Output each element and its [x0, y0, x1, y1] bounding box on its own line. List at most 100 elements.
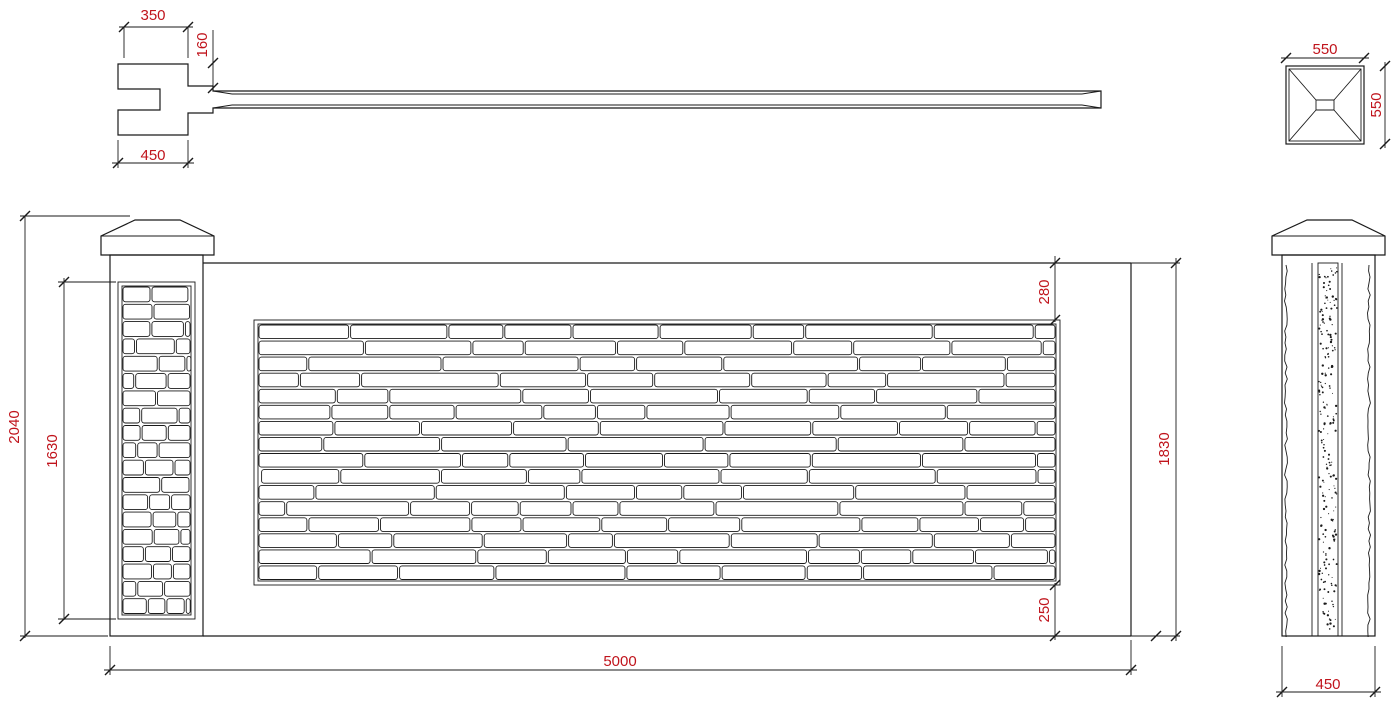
stone-brick	[258, 549, 371, 564]
aggregate-speck	[1334, 404, 1338, 408]
stone-brick	[1037, 453, 1056, 468]
aggregate-speck	[1318, 273, 1320, 276]
dim-plan-slot-width-label: 350	[140, 7, 165, 24]
aggregate-speck	[1328, 547, 1331, 550]
stone-brick	[153, 528, 180, 545]
stone-brick	[568, 533, 613, 548]
aggregate-speck	[1328, 563, 1330, 566]
aggregate-speck	[1326, 329, 1328, 332]
stone-brick	[258, 436, 323, 452]
aggregate-speck	[1325, 463, 1328, 465]
stone-brick	[122, 373, 135, 389]
aggregate-speck	[1320, 516, 1322, 519]
aggregate-speck	[1324, 528, 1327, 532]
stone-brick	[741, 517, 861, 532]
aggregate-speck	[1328, 513, 1330, 515]
stone-brick	[364, 453, 461, 468]
aggregate-speck	[1320, 381, 1322, 384]
aggregate-speck	[1331, 324, 1333, 326]
aggregate-speck	[1323, 564, 1326, 566]
aggregate-speck	[1332, 605, 1335, 608]
aggregate-speck	[1335, 506, 1337, 508]
aggregate-speck	[1326, 614, 1330, 617]
stone-brick	[258, 404, 331, 420]
stone-brick	[308, 517, 379, 532]
dim-side-post-width: 450	[1276, 646, 1381, 698]
aggregate-speck	[1318, 476, 1321, 479]
stone-brick	[151, 321, 184, 337]
aggregate-speck	[1324, 295, 1326, 297]
stone-brick	[153, 563, 172, 580]
plan-wall-taper	[212, 104, 233, 109]
stone-brick	[812, 420, 898, 436]
side-post-core	[1317, 262, 1339, 637]
stone-brick	[1048, 549, 1056, 564]
aggregate-speck	[1322, 541, 1324, 543]
stone-brick	[646, 404, 730, 420]
aggregate-speck	[1322, 597, 1324, 599]
aggregate-speck	[1330, 373, 1333, 376]
aggregate-speck	[1332, 625, 1335, 628]
stone-brick	[164, 580, 191, 597]
stone-brick	[122, 494, 149, 511]
stone-brick	[522, 517, 601, 532]
rough-edge	[1367, 264, 1371, 638]
aggregate-speck	[1331, 497, 1333, 499]
stone-brick	[659, 324, 752, 340]
aggregate-speck	[1324, 407, 1326, 409]
aggregate-speck	[1326, 623, 1329, 626]
dim-cap-depth: 550	[1368, 60, 1391, 150]
aggregate-speck	[1334, 272, 1337, 274]
dim-bottom-margin: 250	[1036, 579, 1180, 642]
stone-brick	[334, 420, 420, 436]
stone-brick	[964, 501, 1023, 516]
aggregate-speck	[1327, 347, 1329, 349]
stone-brick	[811, 453, 921, 468]
stone-brick	[135, 373, 167, 389]
dim-bottom-margin-label: 250	[1036, 597, 1053, 622]
stone-brick	[933, 324, 1034, 340]
aggregate-speck	[1331, 576, 1333, 579]
stone-brick	[839, 501, 964, 516]
stone-brick	[751, 372, 827, 388]
stone-brick	[840, 404, 946, 420]
aggregate-speck	[1335, 477, 1338, 480]
aggregate-speck	[1327, 610, 1330, 612]
stone-brick	[178, 407, 191, 424]
aggregate-speck	[1332, 419, 1335, 422]
stone-brick	[389, 404, 455, 420]
stone-brick	[936, 469, 1037, 484]
plan-wall-taper	[1081, 90, 1102, 95]
aggregate-speck	[1324, 496, 1326, 498]
aggregate-speck	[1331, 520, 1334, 522]
aggregate-speck	[1327, 333, 1330, 336]
stone-brick	[122, 407, 141, 424]
stone-brick	[166, 598, 185, 614]
dim-wall-height-label: 1830	[1156, 432, 1173, 465]
aggregate-speck	[1326, 467, 1329, 470]
stone-brick	[668, 517, 741, 532]
stone-brick	[435, 485, 565, 500]
stone-brick	[141, 425, 167, 441]
stone-brick	[613, 533, 730, 548]
stone-brick	[258, 533, 337, 548]
aggregate-speck	[1326, 290, 1328, 292]
aggregate-speck	[1322, 581, 1325, 584]
stone-brick	[572, 501, 619, 516]
stone-brick	[919, 517, 979, 532]
aggregate-speck	[1326, 466, 1328, 468]
stone-brick	[442, 356, 579, 372]
aggregate-speck	[1329, 317, 1331, 319]
stone-brick	[122, 528, 153, 545]
stone-brick	[743, 485, 855, 500]
aggregate-speck	[1323, 422, 1326, 425]
stone-brick	[978, 388, 1056, 404]
aggregate-speck	[1334, 533, 1338, 536]
cap-plan-view: 550 550	[1280, 41, 1391, 150]
stone-brick	[579, 356, 636, 372]
stone-brick	[1034, 324, 1056, 340]
stone-brick	[975, 549, 1048, 564]
aggregate-speck	[1331, 349, 1334, 352]
stone-brick	[626, 549, 679, 564]
stone-brick	[504, 324, 572, 340]
